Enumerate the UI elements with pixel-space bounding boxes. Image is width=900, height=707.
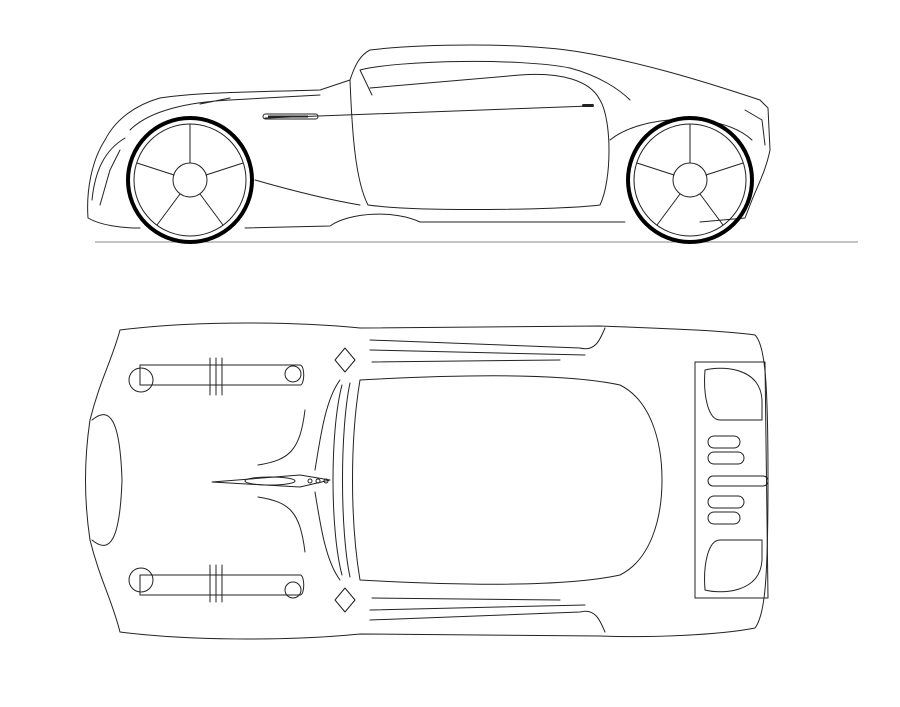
top-nose <box>91 414 123 546</box>
top-dot <box>307 478 313 484</box>
side-cabin-line <box>349 73 610 211</box>
top-view <box>85 322 769 640</box>
top-rear-deck <box>694 361 769 599</box>
top-front-wheel-upper <box>128 357 305 396</box>
side-rear-fender <box>609 109 766 146</box>
top-front-wheel-lower <box>128 564 305 603</box>
rear-wheel <box>626 116 754 244</box>
side-beltline <box>264 105 591 119</box>
side-door-handle-rear <box>582 104 594 107</box>
top-windshield <box>332 382 351 578</box>
top-exhausts <box>707 435 769 525</box>
front-wheel <box>126 116 254 244</box>
top-side-window-lower <box>369 597 606 633</box>
top-hood-vent <box>244 476 296 486</box>
top-dot <box>315 478 321 484</box>
top-cabin <box>352 375 663 585</box>
side-body-outline <box>87 44 771 229</box>
side-window-line <box>359 60 631 101</box>
top-mirror-upper <box>334 347 356 373</box>
side-front-fender <box>91 137 126 206</box>
side-view <box>87 44 858 244</box>
side-sill <box>254 179 361 206</box>
top-side-window-upper <box>369 327 606 363</box>
top-hood-fins <box>257 379 341 581</box>
top-body-outline <box>85 322 769 640</box>
top-mirror-lower <box>334 587 356 613</box>
side-vent-fill <box>268 115 308 118</box>
side-door-handle-front <box>262 113 319 120</box>
top-dot <box>323 478 329 484</box>
side-hood-line <box>129 94 321 131</box>
